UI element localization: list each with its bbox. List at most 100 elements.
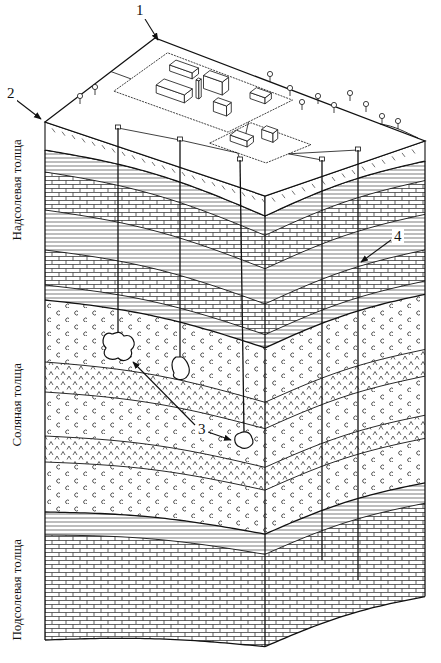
strata-label: Надсолевая толща <box>10 137 24 242</box>
block-edge <box>424 161 425 597</box>
tree-crown <box>77 93 82 98</box>
layer-boundary <box>45 300 265 348</box>
soil-mark <box>152 162 155 166</box>
soil-mark <box>202 179 205 183</box>
soil-mark <box>132 155 135 159</box>
strata-label: Соляная толща <box>10 361 24 449</box>
soil-mark <box>282 194 285 198</box>
layer-boundary <box>265 281 425 335</box>
layer-boundary <box>45 535 265 554</box>
layer-boundary <box>265 597 425 647</box>
soil-mark <box>52 128 55 132</box>
soil-mark <box>102 145 105 149</box>
salt-cavern <box>103 332 134 360</box>
callout-number: 1 <box>134 3 146 19</box>
soil-mark <box>332 177 335 181</box>
soil-mark <box>62 132 65 136</box>
soil-mark <box>272 198 275 202</box>
leader-arrow <box>133 362 195 425</box>
soil-mark <box>262 199 265 203</box>
soil-mark <box>402 153 405 157</box>
layer-ground <box>45 535 265 647</box>
tree-crown <box>267 71 272 76</box>
leader-arrow <box>145 19 158 40</box>
layer-boundary <box>265 214 425 268</box>
soil-mark <box>112 149 115 153</box>
soil-mark <box>412 149 415 153</box>
soil-mark <box>342 174 345 178</box>
tree-crown <box>347 90 352 95</box>
pipeline <box>180 140 238 153</box>
layer-boundary <box>265 294 425 347</box>
layer-ground <box>265 503 425 646</box>
soil-mark <box>392 156 395 160</box>
pipeline <box>289 154 323 160</box>
well-bore <box>179 140 180 357</box>
layer-brick <box>45 535 265 647</box>
soil-mark <box>182 172 185 176</box>
tree-crown <box>315 93 320 98</box>
soil-mark <box>72 135 75 139</box>
layer-boundary <box>45 362 265 402</box>
building <box>156 79 192 95</box>
soil-mark <box>382 160 385 164</box>
layer-boundary <box>45 638 265 646</box>
tree-crown <box>92 84 97 89</box>
soil-mark <box>362 167 365 171</box>
building <box>250 88 271 98</box>
leader-lines <box>15 19 391 440</box>
pipeline <box>289 150 359 154</box>
tree-crown <box>363 101 368 106</box>
callout-number: 2 <box>5 86 17 102</box>
callout-number: 4 <box>392 229 404 245</box>
layer-boundary <box>45 462 265 490</box>
soil-mark <box>302 187 305 191</box>
soil-mark <box>192 175 195 179</box>
soil-mark <box>92 142 95 146</box>
building <box>213 98 231 106</box>
layer-boundary <box>45 250 265 304</box>
well-bore <box>117 128 118 334</box>
block-edge <box>264 216 265 647</box>
layer-boundary <box>265 349 425 402</box>
rock-layers <box>45 150 425 647</box>
well-bore <box>321 160 322 560</box>
building <box>196 78 201 81</box>
strata-label: Подсолевая толща <box>10 537 24 643</box>
soil-mark <box>142 159 145 163</box>
pipeline <box>111 72 131 79</box>
soil-mark <box>162 165 165 169</box>
layer-boundary <box>45 392 265 429</box>
building <box>170 60 199 73</box>
soil-mark <box>372 163 375 167</box>
soil-mark <box>122 152 125 156</box>
salt-cavern <box>235 432 253 448</box>
soil-mark <box>82 138 85 142</box>
tree-crown <box>299 99 304 104</box>
building <box>196 80 199 99</box>
building <box>262 126 278 134</box>
layer-boundary <box>265 415 425 467</box>
soil-mark <box>212 182 215 186</box>
soil-mark <box>252 196 255 200</box>
soil-mark <box>312 184 315 188</box>
river <box>380 124 418 138</box>
well-bore <box>240 160 244 432</box>
soil-mark <box>352 170 355 174</box>
soil-mark <box>242 192 245 196</box>
top-surface <box>45 38 425 196</box>
layer-boundary <box>265 250 425 304</box>
fence <box>114 53 293 132</box>
layer-boundary <box>45 436 265 467</box>
building <box>199 79 201 99</box>
surface-facilities <box>77 53 418 163</box>
leader-arrow <box>15 99 41 119</box>
surface-slab <box>45 38 425 216</box>
soil-mark <box>222 186 225 190</box>
tree-crown <box>379 113 384 118</box>
fence <box>210 123 311 163</box>
tree-crown <box>287 85 292 90</box>
wells-and-caverns <box>103 128 358 580</box>
